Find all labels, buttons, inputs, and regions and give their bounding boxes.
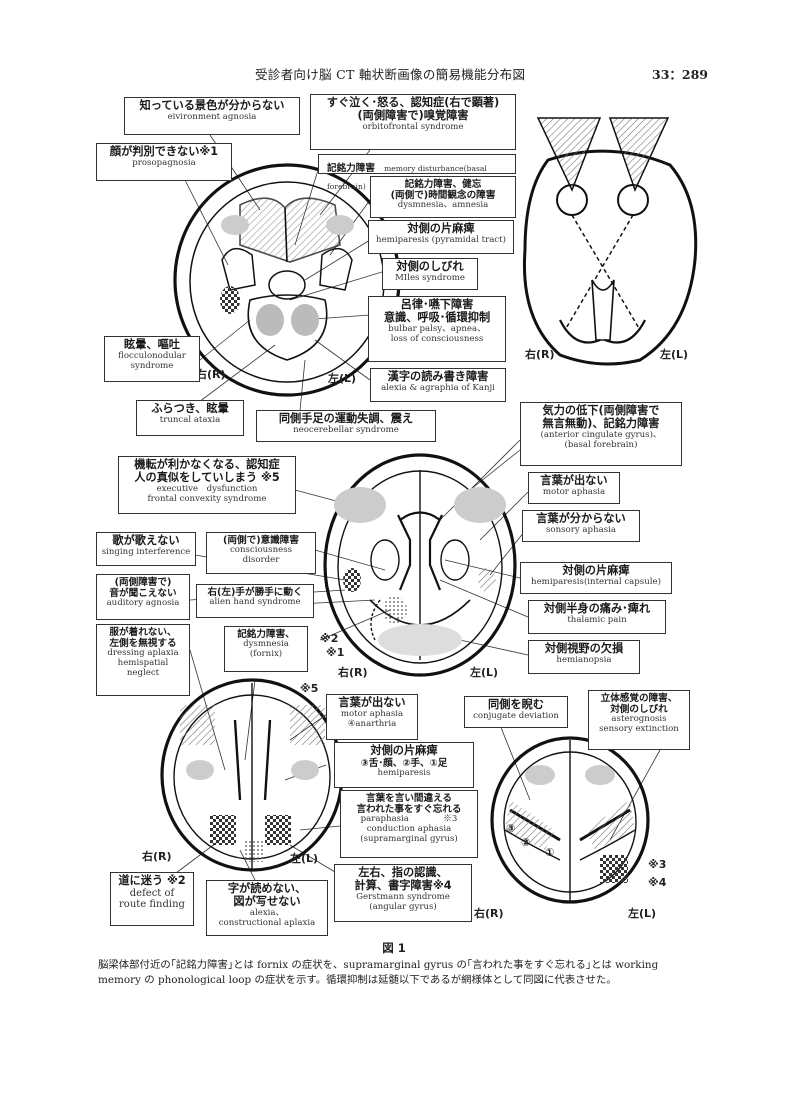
label-truncal-ataxia: ふらつき、眩暈 truncal ataxia (136, 400, 244, 436)
figure-number: 図 1 (382, 941, 406, 955)
brain-section-2 (323, 453, 517, 677)
page-number: 33：289 (652, 67, 708, 82)
numeral-3: ③ (506, 822, 516, 835)
label-dysmnesia-amnesia: 記銘力障害、健忘 (両側で)時間観念の障害 dysmnesia、amnesia (370, 176, 516, 218)
label-hemiparesis-pyramidal: 対側の片麻痺 hemiparesis (pyramidal tract) (368, 220, 514, 254)
side-right-5: 右(R) (474, 907, 504, 920)
side-right-3: 右(R) (338, 666, 368, 679)
side-left-5: 左(L) (628, 907, 657, 920)
side-right-1: 右(R) (196, 368, 226, 381)
label-thalamic-pain: 対側半身の痛み･痺れ thalamic pain (528, 600, 666, 634)
label-hemiparesis-3: 対側の片麻痺 ③舌･顔、②手、①足 hemiparesis (334, 742, 474, 788)
label-motor-aphasia-2: 言葉が出ない motor aphasia ④anarthria (326, 694, 418, 740)
page-header: 受診者向け脳 CT 軸状断画像の簡易機能分布図 33：289 (0, 0, 788, 90)
label-singing: 歌が歌えない singing interference (96, 532, 196, 566)
label-hemiparesis-capsule: 対側の片麻痺 hemiparesis(internal capsule) (520, 562, 672, 594)
label-anterior-cingulate: 気力の低下(両側障害で 無言無動)、記銘力障害 (anterior cingul… (520, 402, 682, 466)
label-flocculonodular: 眩暈、嘔吐 flocculonodular syndrome (104, 336, 200, 382)
label-fornix: 記銘力障害、 dysmnesia (fornix) (224, 626, 308, 672)
page-title: 受診者向け脳 CT 軸状断画像の簡易機能分布図 (255, 67, 526, 82)
label-orbitofrontal: すぐ泣く･怒る、認知症(右で顕著) (両側障害で)嗅覚障害 orbitofron… (310, 94, 516, 150)
label-hemianopsia: 対側視野の欠損 hemianopsia (528, 640, 640, 674)
label-environment-agnosia: 知っている景色が分からない eivironment agnosia (124, 97, 300, 135)
label-conduction-aphasia: 言葉を言い間違える 言われた事をすぐ忘れる paraphasia ※3 cond… (340, 790, 478, 858)
brain-section-1 (173, 163, 401, 397)
side-left-4: 左(L) (290, 852, 319, 865)
mark-4-a: ※4 (648, 876, 667, 889)
label-bulbar-palsy: 呂律･嚥下障害 意識、呼吸･循環抑制 bulbar palsy、apnea、 l… (368, 296, 506, 362)
figure-caption-text: 脳梁体部付近の｢記銘力障害｣とは fornix の症状を、supramargin… (98, 959, 659, 987)
label-sensory-aphasia: 言葉が分からない sonsory aphasia (522, 510, 640, 542)
side-right-4: 右(R) (142, 850, 172, 863)
label-kanji: 漢字の読み書き障害 alexia & agraphia of Kanji (370, 368, 506, 402)
brain-section-visual (522, 117, 698, 366)
mark-1-a: ※1 (326, 646, 345, 659)
label-conjugate: 同側を睨む conjugate deviation (464, 696, 568, 728)
label-neocerebellar: 同側手足の運動失調、震え neocerebellar syndrome (256, 410, 436, 442)
side-left-2: 左(L) (660, 348, 689, 361)
mark-5-a: ※5 (300, 682, 319, 695)
label-memory-disturbance: 記銘力障害 memory disturbance(basal forebrain… (318, 154, 516, 191)
side-right-2: 右(R) (525, 348, 555, 361)
label-route-finding: 道に迷う ※2 defect of route finding (110, 872, 194, 926)
label-prosopagnosia: 顔が判別できない※1 prosopagnosia (96, 143, 232, 181)
label-motor-aphasia-1: 言葉が出ない motor aphasia (528, 472, 620, 504)
numeral-2: ② (521, 836, 531, 849)
label-gerstmann: 左右、指の認識、 計算、書字障害※4 Gerstmann syndrome (a… (334, 864, 472, 922)
side-left-3: 左(L) (470, 666, 499, 679)
mark-2-a: ※2 (320, 632, 339, 645)
label-constructional: 字が読めない、 図が写せない alexia、 constructional ap… (206, 880, 328, 936)
label-astereognosis: 立体感覚の障害、 対側のしびれ asterognosis sensory ext… (588, 690, 690, 750)
label-executive: 機転が利かなくなる、認知症 人の真似をしていしまう ※5 executive d… (118, 456, 296, 514)
label-dressing-aplaxia: 服が着れない、 左側を無視する dressing aplaxia hemispa… (96, 624, 190, 696)
brain-section-4 (490, 736, 650, 904)
side-left-1: 左(L) (328, 372, 357, 385)
label-consciousness: (両側で)意識障害 consciousness disorder (206, 532, 316, 574)
label-milles: 対側のしびれ MIles syndrome (382, 258, 478, 290)
brain-section-3 (160, 678, 344, 872)
numeral-1: ① (545, 846, 555, 859)
mark-3-a: ※3 (648, 858, 667, 871)
label-auditory-agnosia: (両側障害で) 音が聞こえない auditory agnosia (96, 574, 190, 620)
label-alien-hand: 右(左)手が勝手に動く alien hand syndrome (196, 584, 314, 618)
